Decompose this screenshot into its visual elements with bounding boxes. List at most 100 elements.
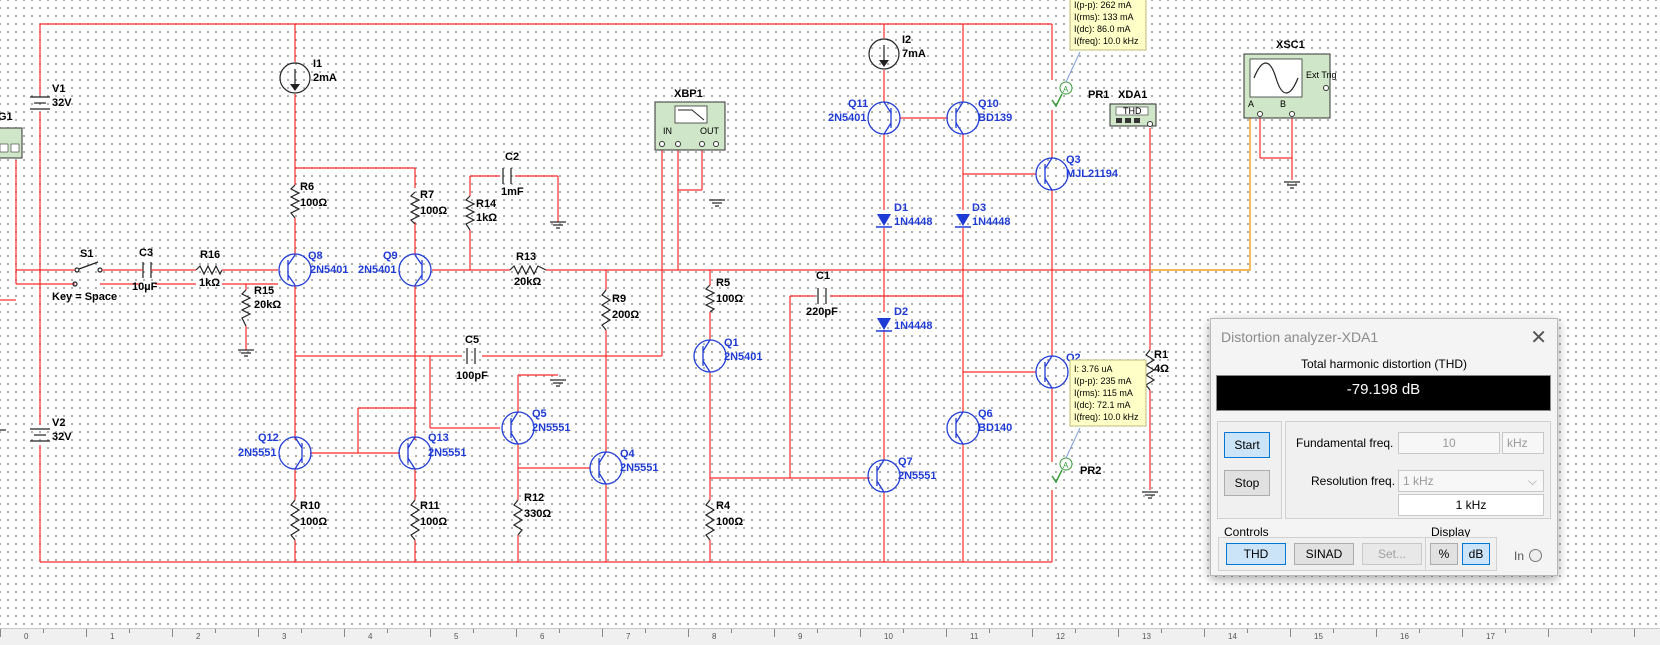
ruler-tick [731,629,732,633]
fundamental-freq-input[interactable]: 10 [1398,432,1500,454]
ruler-number: 15 [1314,632,1323,641]
ruler-tick [344,629,345,637]
ruler-tick [602,629,603,637]
label-Q5: Q5 [532,408,547,420]
ruler-tick [215,629,216,633]
label-XBP1-in: IN [663,126,672,136]
ruler-tick [1505,629,1506,633]
ruler-tick [258,629,259,637]
label-Q4-value: 2N5551 [620,462,659,474]
fundamental-unit[interactable]: kHz [1502,432,1544,454]
label-I2-value: 7mA [902,48,926,60]
label-V2-value: 32V [52,431,72,443]
label-Q10: Q10 [978,98,999,110]
svg-text:I: 3.76 uA: I: 3.76 uA [1074,364,1113,374]
resolution-freq-value[interactable]: 1 kHz [1398,494,1544,516]
label-C3: C3 [139,247,153,259]
label-D1: D1 [894,202,908,214]
ruler-tick [1032,629,1033,637]
label-D3-value: 1N4448 [972,216,1011,228]
label-S1-key: Key = Space [52,291,117,303]
resolution-freq-select[interactable]: 1 kHz ⌵ [1398,470,1544,492]
label-R4-value: 100Ω [716,516,743,528]
label-Q13-value: 2N5551 [428,447,467,459]
set-button[interactable]: Set... [1362,543,1422,565]
label-R16: R16 [200,249,220,261]
thd-button[interactable]: THD [1226,543,1286,565]
ruler-number: 12 [1056,632,1065,641]
function-generator[interactable] [0,127,23,159]
distortion-analyzer-instrument[interactable] [1109,103,1157,127]
label-Q12: Q12 [258,432,279,444]
db-button[interactable]: dB [1462,543,1490,565]
close-icon[interactable]: ✕ [1530,327,1547,349]
resistor-icon [195,184,1156,541]
ruler-tick [473,629,474,633]
ruler-tick [1591,629,1592,633]
label-D2: D2 [894,306,908,318]
label-XSC1-trig: Ext Trig [1306,70,1337,80]
percent-button[interactable]: % [1430,543,1458,565]
label-Q1: Q1 [724,337,739,349]
ruler-tick [430,629,431,637]
transistor-icon [278,101,1069,493]
ruler-tick [1333,629,1334,633]
label-XSC1: XSC1 [1276,39,1305,51]
label-R10: R10 [300,500,320,512]
thd-label: Total harmonic distortion (THD) [1300,357,1468,371]
ground-icon [0,181,1300,499]
ruler-tick [1247,629,1248,633]
ruler-number: 14 [1228,632,1237,641]
label-XSC1-b: B [1280,99,1286,109]
label-Q5-value: 2N5551 [532,422,571,434]
capacitor-icon [142,168,827,364]
in-label: In [1514,549,1525,563]
label-R12: R12 [524,492,544,504]
svg-text:A: A [1063,461,1069,470]
sinad-button[interactable]: SINAD [1294,543,1354,565]
label-XBP1-out: OUT [700,126,720,136]
label-Q8: Q8 [308,250,323,262]
ruler-tick [946,629,947,637]
oscilloscope-instrument[interactable] [1243,53,1331,119]
label-Q1-value: 2N5401 [724,351,763,363]
stop-button[interactable]: Stop [1224,470,1270,496]
ruler-number: 1 [110,632,115,641]
label-R16-value: 1kΩ [199,277,220,289]
label-PR2: PR2 [1080,465,1101,477]
label-R11-value: 100Ω [420,516,447,528]
label-C1: C1 [816,270,830,282]
svg-text:I(dc): 72.1 mA: I(dc): 72.1 mA [1074,400,1131,410]
label-V1: V1 [52,83,65,95]
ruler-tick [387,629,388,633]
svg-text:I(rms): 115 mA: I(rms): 115 mA [1074,388,1133,398]
ruler-number: 4 [368,632,373,641]
label-Q9-value: 2N5401 [358,264,397,276]
display-label: Display [1431,525,1471,539]
label-XFG1: G1 [0,111,13,123]
distortion-analyzer-window[interactable]: Distortion analyzer-XDA1 ✕ Total harmoni… [1210,318,1558,576]
probe-readout-2: I: 3.76 uA I(p-p): 235 mA I(rms): 115 mA… [1069,359,1147,427]
ruler-tick [129,629,130,633]
label-Q3-value: MJL21194 [1066,168,1119,180]
ruler-tick [1634,629,1635,637]
label-V1-value: 32V [52,97,72,109]
ruler-tick [1161,629,1162,633]
label-R13: R13 [516,251,536,263]
schematic-canvas[interactable] [0,0,1660,628]
label-Q7-value: 2N5551 [898,470,937,482]
label-C2: C2 [505,151,519,163]
label-R12-value: 330Ω [524,508,551,520]
circuit-schematic[interactable]: A A I1 2mA I2 7mA V1 32V V2 32V G1 S1 Ke… [0,0,1660,628]
ruler-tick [43,629,44,633]
ruler-tick [817,629,818,633]
label-Q13: Q13 [428,432,449,444]
svg-text:I(p-p): 262 mA: I(p-p): 262 mA [1074,0,1132,10]
start-button[interactable]: Start [1224,432,1270,458]
label-Q6: Q6 [978,408,993,420]
bode-plotter[interactable] [654,101,726,151]
label-XDA1-face: THD [1123,106,1142,116]
ruler-number: 3 [282,632,287,641]
label-XDA1: XDA1 [1118,89,1147,101]
